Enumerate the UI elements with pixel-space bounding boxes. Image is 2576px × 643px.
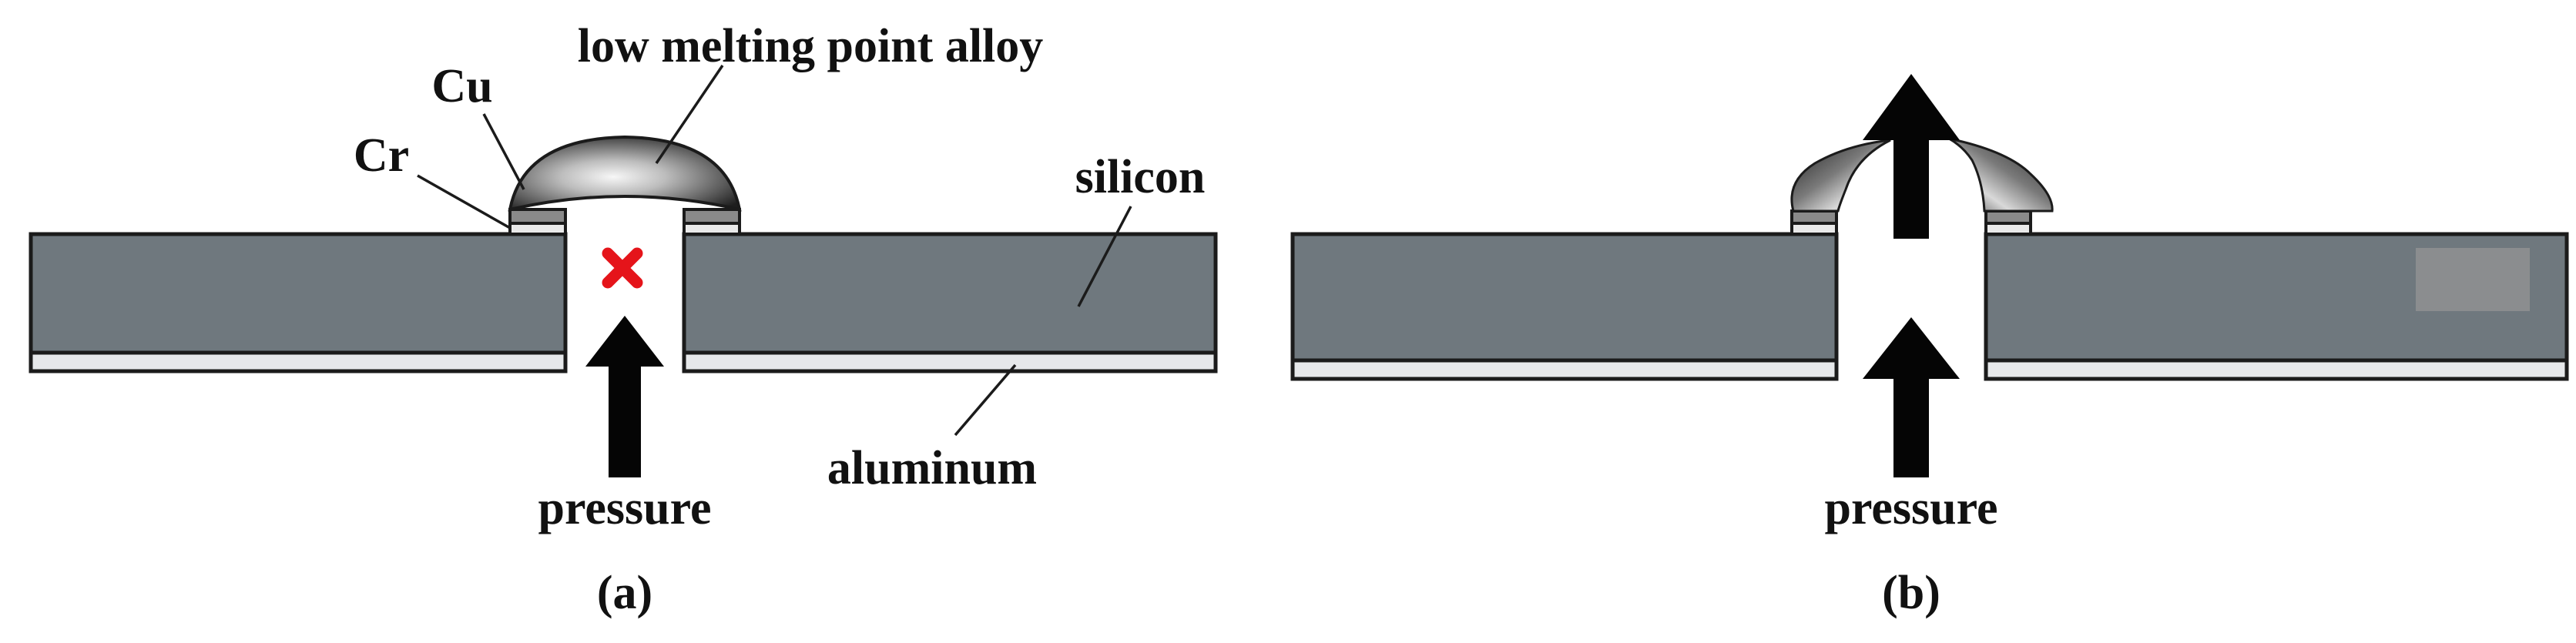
label-low-melting-alloy: low melting point alloy xyxy=(578,20,1044,72)
pressure-arrow-b-icon xyxy=(1863,317,1960,477)
low-melting-alloy-cap xyxy=(508,135,742,212)
cr-pad-right-a xyxy=(683,222,741,236)
silicon-patch xyxy=(2416,248,2530,311)
cu-pad-right-b xyxy=(1984,209,2032,225)
cu-pad-left-a xyxy=(508,208,567,225)
leader-alloy xyxy=(655,65,724,164)
label-pressure-a: pressure xyxy=(538,482,711,534)
aluminum-layer-right-a xyxy=(682,350,1218,373)
cu-pad-left-b xyxy=(1790,209,1838,225)
silicon-block-left-b xyxy=(1290,232,1839,363)
panel-b: pressure (b) xyxy=(1290,74,2569,619)
aluminum-layer-right-b xyxy=(1984,358,2569,381)
label-silicon: silicon xyxy=(1075,151,1206,203)
cr-pad-left-b xyxy=(1790,222,1838,236)
leader-aluminum xyxy=(954,363,1017,437)
alloy-flap-right xyxy=(1948,137,2054,213)
aluminum-layer-left-a xyxy=(29,350,568,373)
silicon-block-right-a xyxy=(682,232,1218,355)
cu-pad-right-a xyxy=(683,208,741,225)
leader-cu xyxy=(482,113,525,190)
label-pressure-b: pressure xyxy=(1824,482,1997,534)
label-aluminum: aluminum xyxy=(827,442,1037,494)
red-x-icon xyxy=(602,247,643,289)
alloy-flap-left xyxy=(1790,139,1891,213)
panel-a: low melting point alloy Cu Cr silicon al… xyxy=(29,20,1218,619)
label-cu: Cu xyxy=(431,60,492,112)
caption-a: (a) xyxy=(597,567,652,619)
aluminum-layer-left-b xyxy=(1290,358,1839,381)
caption-b: (b) xyxy=(1882,567,1940,619)
escape-arrow-icon xyxy=(1863,74,1960,239)
leader-silicon xyxy=(1077,206,1132,307)
silicon-block-left-a xyxy=(29,232,568,355)
label-cr: Cr xyxy=(354,129,409,182)
cr-pad-left-a xyxy=(508,222,567,236)
cr-pad-right-b xyxy=(1984,222,2032,236)
pressure-arrow-a-icon xyxy=(585,316,664,477)
leader-cr xyxy=(417,174,511,229)
